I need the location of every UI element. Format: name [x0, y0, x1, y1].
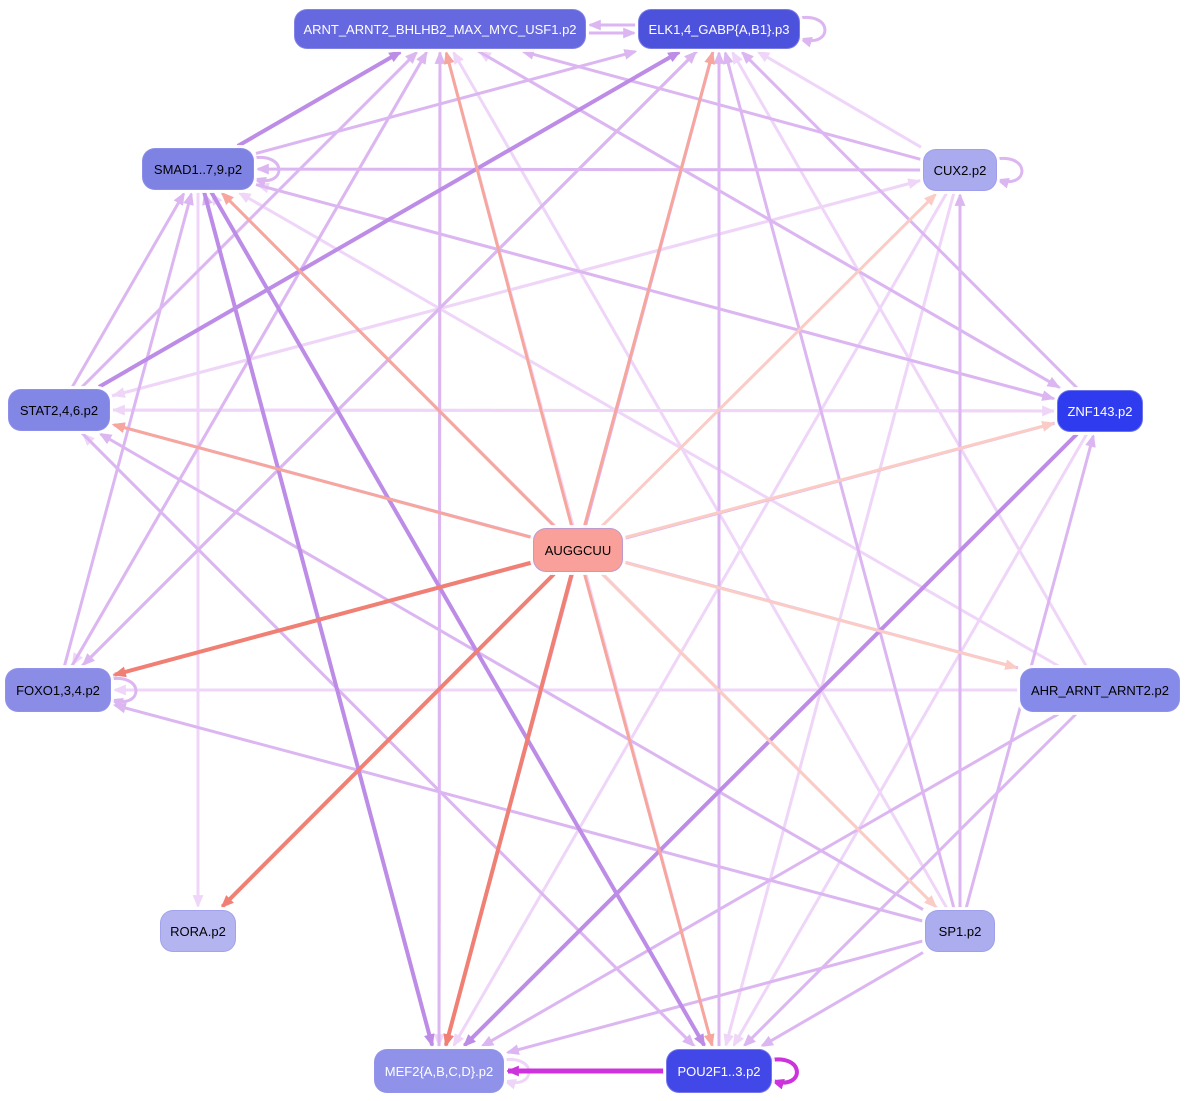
node-ahr-arnt-arnt2[interactable]: AHR_ARNT_ARNT2.p2 — [1020, 668, 1180, 712]
graph-edge — [452, 192, 948, 1048]
graph-edge — [452, 50, 949, 909]
node-smad[interactable]: SMAD1..7,9.p2 — [142, 148, 254, 190]
node-znf143[interactable]: ZNF143.p2 — [1057, 390, 1143, 432]
graph-edge — [520, 49, 922, 161]
graph-edge — [111, 422, 532, 539]
node-mef2[interactable]: MEF2{A,B,C,D}.p2 — [374, 1049, 504, 1093]
graph-edge — [255, 163, 922, 175]
graph-edge — [477, 49, 1061, 389]
node-auggcuu-center[interactable]: AUGGCUU — [533, 528, 623, 572]
graph-edge — [112, 560, 532, 678]
graph-edge — [70, 191, 186, 388]
graph-edge — [756, 50, 922, 149]
node-stat246[interactable]: STAT2,4,6.p2 — [8, 389, 110, 431]
node-foxo134[interactable]: FOXO1,3,4.p2 — [5, 668, 111, 712]
graph-edge — [583, 50, 715, 527]
graph-edge — [462, 432, 1079, 1048]
graph-edge — [247, 155, 281, 188]
graph-edge — [434, 50, 446, 1048]
graph-edge — [793, 15, 827, 48]
graph-edge — [220, 191, 556, 528]
graph-edge — [112, 702, 924, 923]
graph-edge — [760, 951, 924, 1048]
graph-edge — [111, 178, 922, 398]
graph-edge — [104, 676, 138, 709]
node-rora[interactable]: RORA.p2 — [160, 910, 236, 952]
graph-edge — [236, 50, 403, 148]
node-arnt-arnt2-bhlhb2-max-myc-usf1[interactable]: ARNT_ARNT2_BHLHB2_MAX_MYC_USF1.p2 — [294, 9, 586, 49]
graph-edge — [443, 50, 574, 527]
node-elk14-gabp[interactable]: ELK1,4_GABP{A,B1}.p3 — [638, 9, 800, 49]
node-pou2f1[interactable]: POU2F1..3.p2 — [666, 1049, 772, 1093]
graph-edge — [255, 49, 638, 155]
graph-edge — [990, 156, 1024, 189]
graph-edge — [624, 561, 1019, 670]
graph-edge — [209, 190, 706, 1048]
graph-edge — [81, 49, 699, 667]
graph-edge — [765, 1057, 799, 1090]
node-sp1[interactable]: SP1.p2 — [925, 910, 995, 952]
graph-edge — [97, 50, 682, 389]
graph-edge — [624, 421, 1056, 539]
node-cux2[interactable]: CUX2.p2 — [923, 149, 997, 191]
graph-edge — [601, 572, 938, 909]
graph-edge — [505, 939, 924, 1055]
graph-edge — [583, 573, 715, 1048]
graph-edge — [480, 712, 1060, 1048]
graph-edge — [111, 405, 1056, 417]
graph-edge — [443, 573, 574, 1048]
graph-edge — [98, 432, 924, 911]
graph-edge — [220, 572, 556, 909]
graph-edge — [601, 192, 937, 528]
